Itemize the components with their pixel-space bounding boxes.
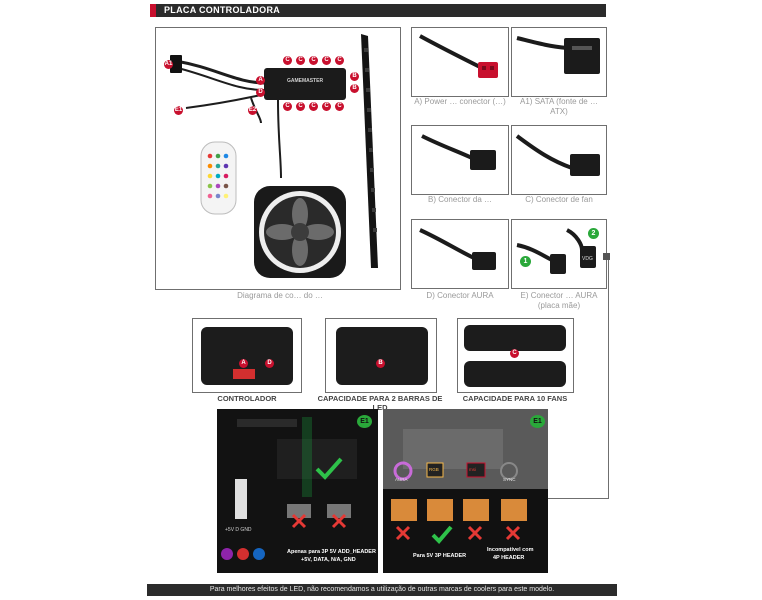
section-header: PLACA CONTROLADORA	[150, 4, 606, 17]
sata-connector-image	[516, 36, 600, 74]
connector-line	[545, 498, 609, 499]
mobo-photo-right: E1 AURA RGB msi SYNC Para 5V 3P HEADER I…	[383, 409, 548, 573]
controller-badge-a: A	[239, 359, 248, 368]
controller-device-top	[464, 325, 566, 351]
logo-msi: msi	[469, 467, 476, 472]
connector-label-aura-mobo: E) Conector … AURA (placa mãe)	[520, 291, 598, 310]
kit-diagram: GAMEMASTER	[170, 34, 378, 278]
connector-label-power: A) Power … conector (…)	[414, 97, 506, 106]
pin-c: C	[322, 56, 331, 65]
connector-line-node	[603, 253, 610, 260]
pin-c: C	[309, 102, 318, 111]
pin-a1: A1	[164, 60, 173, 69]
main-panel-caption: Diagrama de co… do …	[237, 291, 323, 300]
connector-label-sata: A1) SATA (fonte de … ATX)	[520, 97, 598, 116]
photo-right-caption-bad-1: Incompatível com	[487, 547, 534, 553]
photo-right-badge: E1	[530, 415, 545, 428]
mobo-photo-left: E1 +5V D GND Apenas para 3P 5V ADD_HEADE…	[217, 409, 378, 573]
controller-device	[336, 327, 428, 385]
pin-c: C	[283, 56, 292, 65]
photo-left-caption-1: Apenas para 3P 5V ADD_HEADER	[287, 549, 376, 555]
footer-note: Para melhores efeitos de LED, não recome…	[147, 584, 617, 596]
ledbar-capacity-panel: B	[325, 318, 437, 393]
power-connector-image	[419, 34, 498, 78]
pin-c: C	[296, 56, 305, 65]
connector-label-ledbar: B) Conector da …	[427, 195, 493, 204]
aura-marker-2: 2	[588, 228, 599, 239]
pin-c: C	[335, 56, 344, 65]
controller-badge-d: D	[265, 359, 274, 368]
connector-panel-aura-mobo: 1 2 VDG	[511, 219, 607, 289]
aura-mobo-connector-image	[516, 228, 596, 274]
pin-b: B	[350, 72, 359, 81]
controller-port-a	[233, 369, 255, 379]
aura-connector-image	[419, 228, 496, 270]
aura-marker-1: 1	[520, 256, 531, 267]
connector-line	[608, 257, 609, 499]
mobo-photo-right-art	[383, 409, 548, 573]
logo-sync: SYNC	[503, 477, 516, 482]
caption-led-bars: CAPACIDADE PARA 2 BARRAS DE LED	[317, 394, 443, 412]
fan-capacity-panel: C	[457, 318, 574, 393]
connector-panel-sata	[511, 27, 607, 97]
pin-c: C	[283, 102, 292, 111]
caption-fans: CAPACIDADE PARA 10 FANS	[462, 394, 568, 403]
mobo-photo-left-art	[217, 409, 378, 573]
photo-left-pin-label: +5V D GND	[225, 527, 252, 533]
photo-left-badge: E1	[357, 415, 372, 428]
controller-device-bottom	[464, 361, 566, 387]
aura-vdg-tag: VDG	[582, 256, 593, 262]
caption-controller: CONTROLADOR	[217, 394, 277, 403]
connector-panel-ledbar	[411, 125, 509, 195]
pin-c: C	[309, 56, 318, 65]
pin-c: C	[335, 102, 344, 111]
connector-panel-fan	[511, 125, 607, 195]
pin-a: A	[256, 76, 265, 85]
section-title: PLACA CONTROLADORA	[164, 5, 281, 15]
controller-badge-b: B	[376, 359, 385, 368]
connector-panel-aura	[411, 219, 509, 289]
main-diagram-panel: GAMEMASTER C C	[155, 27, 401, 290]
connector-label-aura: D) Conector AURA	[426, 291, 494, 300]
logo-rgb: RGB	[429, 467, 439, 472]
connector-label-fan: C) Conector de fan	[525, 195, 593, 204]
photo-right-caption-ok: Para 5V 3P HEADER	[413, 553, 467, 559]
pin-c: C	[296, 102, 305, 111]
logo-aura: AURA	[395, 477, 408, 482]
pin-e1: E1	[174, 106, 183, 115]
connector-panel-power	[411, 27, 509, 97]
ledbar-connector-image	[421, 134, 496, 170]
controller-badge-c: C	[510, 349, 519, 358]
photo-right-caption-bad-2: 4P HEADER	[493, 555, 525, 561]
hub-brand: GAMEMASTER	[287, 78, 324, 84]
fan-connector-image	[515, 134, 600, 176]
pin-d: D	[256, 88, 265, 97]
controller-panel: A D	[192, 318, 302, 393]
pin-b: B	[350, 84, 359, 93]
pin-c: C	[322, 102, 331, 111]
pin-e2: E2	[248, 106, 257, 115]
photo-left-caption-2: +5V, DATA, N/A, GND	[301, 557, 356, 563]
header-accent	[150, 4, 156, 17]
